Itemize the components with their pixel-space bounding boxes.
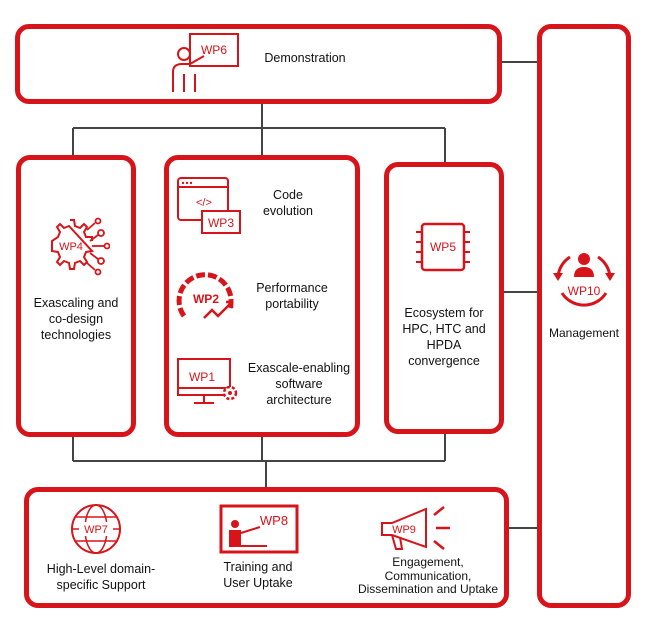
- wp5-label-line: convergence: [408, 354, 480, 368]
- wp6-label: Demonstration: [264, 51, 346, 65]
- wp2-code: WP2: [193, 292, 219, 306]
- wp7-code: WP7: [84, 524, 108, 536]
- wp10-box: [537, 24, 631, 608]
- wp7-label-line: specific Support: [56, 578, 146, 592]
- wp5-label-line: HPC, HTC and: [402, 322, 486, 336]
- trainer-board-icon: WP8: [219, 504, 299, 554]
- wp8-label: Training and User Uptake: [205, 559, 311, 591]
- wp5-label-line: Ecosystem for: [404, 306, 484, 320]
- megaphone-icon: WP9: [381, 506, 450, 550]
- wp4-box: [16, 155, 136, 437]
- wp9-label-line: Engagement,: [392, 555, 464, 569]
- speedometer-icon: WP2: [176, 272, 234, 319]
- gear-circuit-icon: WP4: [51, 217, 110, 276]
- wp-middle-box: [164, 155, 360, 437]
- wp3-label-line: Code: [273, 188, 303, 202]
- presenter-board-icon: WP6: [172, 33, 239, 92]
- wp2-label: Performance portability: [244, 280, 340, 312]
- wp1-label-line: Exascale-enabling: [247, 361, 351, 375]
- globe-icon: WP7: [71, 504, 121, 554]
- wp2-label-line: portability: [265, 297, 319, 311]
- wp3-code: WP3: [208, 216, 234, 230]
- wp6-code: WP6: [201, 43, 227, 57]
- wp8-label-line: Training and: [223, 560, 293, 574]
- code-window-icon: </> WP3: [177, 177, 241, 234]
- wp5-label-line: HPDA: [426, 338, 462, 352]
- wp8-label-line: User Uptake: [223, 576, 293, 590]
- wp9-code: WP9: [392, 524, 416, 536]
- wp10-code: WP10: [568, 284, 601, 298]
- wp1-label-line: software: [275, 377, 323, 391]
- wp6-box: [15, 24, 502, 104]
- wp1-code: WP1: [189, 370, 215, 384]
- wp4-label-line: co-design: [48, 312, 104, 326]
- wp4-label: Exascaling and co-design technologies: [18, 295, 134, 343]
- wp2-label-line: Performance: [256, 281, 328, 295]
- wp4-label-line: Exascaling and: [33, 296, 119, 310]
- wp5-label: Ecosystem for HPC, HTC and HPDA converge…: [386, 305, 502, 369]
- wp9-label: Engagement, Communication, Dissemination…: [352, 555, 504, 597]
- wp7-label-line: High-Level domain-: [46, 562, 156, 576]
- wp1-label-line: architecture: [266, 393, 332, 407]
- wp3-label-line: evolution: [262, 204, 314, 218]
- wp7-label: High-Level domain- specific Support: [36, 561, 166, 593]
- wp4-code: WP4: [59, 241, 83, 253]
- wp1-label: Exascale-enabling software architecture: [240, 360, 358, 408]
- wp9-label-line: Communication,: [384, 568, 472, 583]
- wp8-code: WP8: [260, 513, 288, 528]
- wp4-label-line: technologies: [40, 328, 112, 342]
- wp3-label: Code evolution: [248, 187, 328, 219]
- monitor-gear-icon: WP1: [177, 358, 238, 404]
- chip-icon: WP5: [416, 222, 470, 272]
- wp10-label: Management: [548, 326, 620, 340]
- wp5-box: [384, 162, 504, 434]
- wp5-code: WP5: [430, 240, 456, 254]
- manager-cycle-icon: WP10: [553, 253, 615, 307]
- svg-text:</>: </>: [196, 197, 212, 209]
- wp9-label-line: Dissemination and Uptake: [357, 582, 499, 596]
